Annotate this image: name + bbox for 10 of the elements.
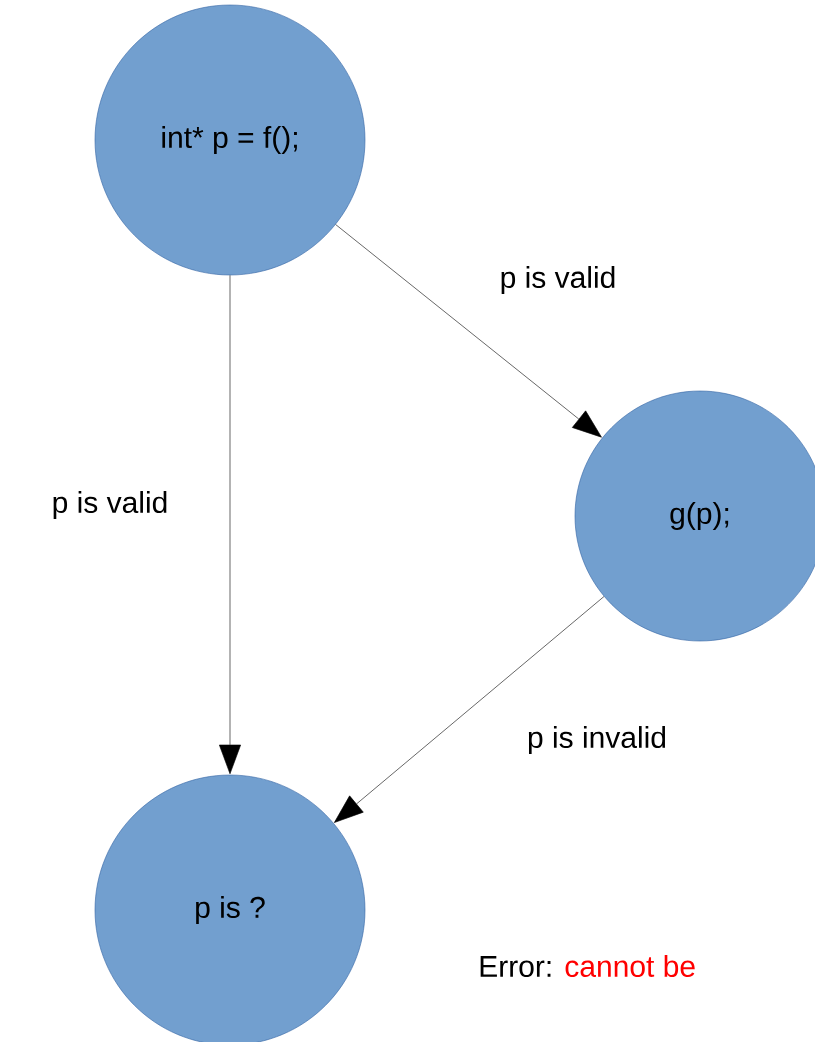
arrow (219, 275, 241, 775)
arrow (334, 596, 605, 823)
arrow (335, 224, 602, 438)
edge-label: p is valid (50, 490, 170, 520)
edge-label: p is valid (498, 265, 618, 295)
error-message: Error: cannot be (480, 955, 695, 978)
circle-node: int* p = f(); (94, 4, 366, 276)
circle-node: p is ? (94, 774, 366, 1042)
edge-label: p is invalid (525, 725, 669, 755)
circle-node: g(p); (574, 390, 815, 642)
